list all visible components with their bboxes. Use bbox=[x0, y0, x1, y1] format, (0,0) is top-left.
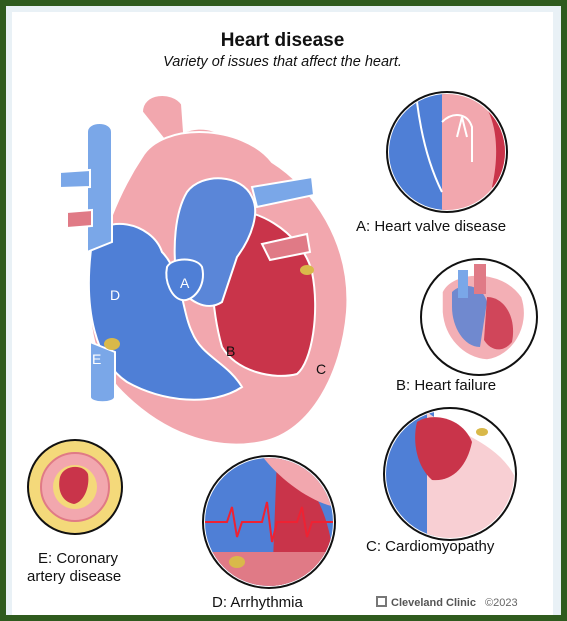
inset-coronary-artery bbox=[28, 440, 122, 534]
label-a: A bbox=[180, 275, 190, 291]
caption-valve-disease: A: Heart valve disease bbox=[356, 218, 506, 235]
label-c: C bbox=[316, 361, 326, 377]
inset-arrhythmia bbox=[203, 456, 335, 588]
caption-coronary-line1: E: Coronary bbox=[38, 550, 118, 567]
label-b: B bbox=[226, 343, 235, 359]
label-d: D bbox=[110, 287, 120, 303]
inset-valve bbox=[387, 92, 512, 212]
brand-name: Cleveland Clinic bbox=[391, 597, 476, 609]
caption-coronary-line2: artery disease bbox=[27, 568, 121, 585]
caption-heart-failure: B: Heart failure bbox=[396, 377, 496, 394]
inset-heart-failure bbox=[421, 259, 537, 375]
caption-arrhythmia: D: Arrhythmia bbox=[212, 594, 303, 611]
coronary-fat-1 bbox=[104, 338, 120, 350]
cleveland-clinic-credit: Cleveland Clinic ©2023 bbox=[376, 596, 518, 609]
label-e: E bbox=[92, 351, 101, 367]
heart-illustration: A D E B C bbox=[12, 12, 553, 615]
coronary-fat-2 bbox=[300, 265, 314, 275]
copyright-year: ©2023 bbox=[485, 597, 518, 609]
caption-cardiomyopathy: C: Cardiomyopathy bbox=[366, 538, 494, 555]
vessel-red-left bbox=[67, 210, 92, 228]
cleveland-clinic-logo-icon bbox=[376, 596, 387, 607]
inset-cardiomyopathy bbox=[384, 408, 517, 548]
pulmonary-vein-left bbox=[60, 170, 90, 188]
main-heart: A D E B C bbox=[60, 95, 347, 445]
diagram-card: Heart disease Variety of issues that aff… bbox=[12, 12, 553, 615]
